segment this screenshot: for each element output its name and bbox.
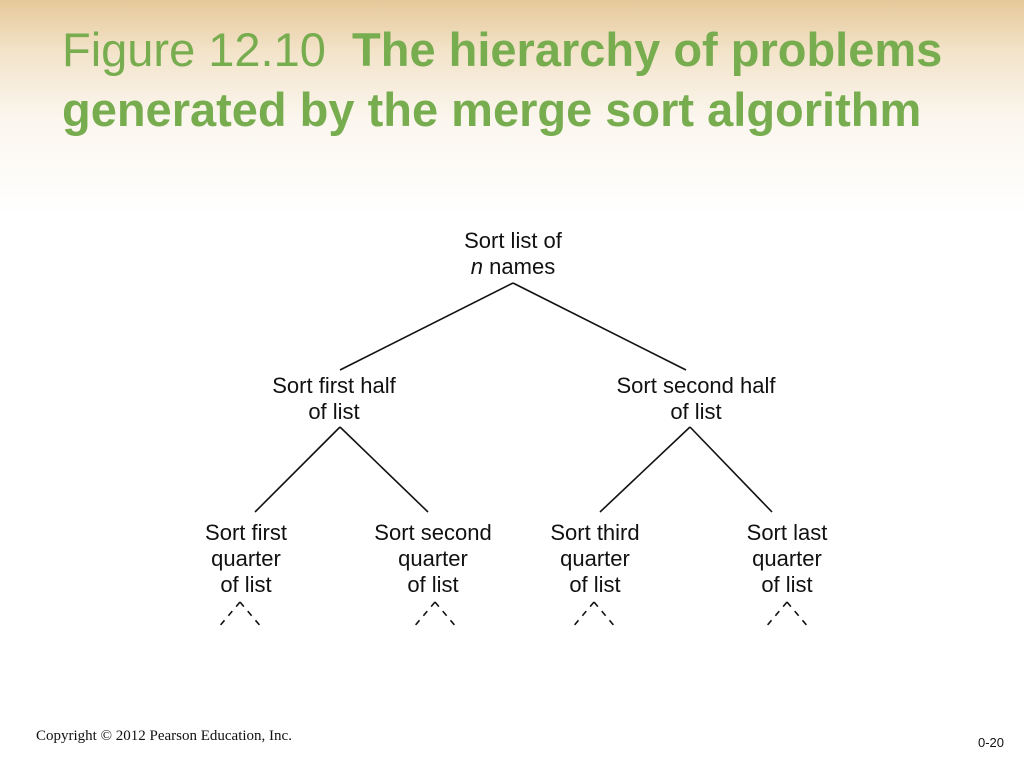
continuation-edge [593, 601, 617, 629]
node-label: quarter [398, 546, 468, 571]
figure-caption: The hierarchy of problems generated by t… [62, 23, 943, 136]
node-second-quarter: Sort second quarter of list [374, 520, 491, 597]
edge-root-to-second-half [512, 282, 687, 371]
continuation-edge [239, 601, 263, 629]
copyright-notice: Copyright © 2012 Pearson Education, Inc. [36, 728, 292, 744]
node-second-half: Sort second half of list [617, 373, 777, 424]
node-first-quarter: Sort first quarter of list [205, 520, 287, 597]
node-root: Sort list of n names [464, 228, 563, 279]
edge-first-half-to-first-quarter [254, 426, 341, 513]
edge-second-half-to-third-quarter [599, 426, 691, 513]
node-label: of list [569, 572, 620, 597]
header-background [0, 0, 1024, 215]
node-label: Sort first half [272, 373, 396, 398]
continuation-edge [434, 601, 458, 629]
node-first-half: Sort first half of list [272, 373, 396, 424]
node-label: of list [670, 399, 721, 424]
node-label-rest: names [483, 254, 555, 279]
edge-root-to-first-half [339, 282, 514, 371]
node-third-quarter: Sort third quarter of list [550, 520, 639, 597]
continuation-edge [217, 601, 241, 629]
node-label: quarter [560, 546, 630, 571]
continuation-edge [764, 601, 788, 629]
node-label: quarter [752, 546, 822, 571]
node-label: of list [407, 572, 458, 597]
node-label: n names [471, 254, 555, 279]
node-label: Sort third [550, 520, 639, 545]
node-label: Sort first [205, 520, 287, 545]
variable-n: n [471, 254, 483, 279]
continuation-edge [412, 601, 436, 629]
node-label: quarter [211, 546, 281, 571]
node-label: Sort second half [617, 373, 777, 398]
node-label: Sort second [374, 520, 491, 545]
node-label: Sort list of [464, 228, 563, 253]
figure-number: Figure 12.10 [62, 23, 326, 76]
continuation-edge [786, 601, 810, 629]
node-last-quarter: Sort last quarter of list [747, 520, 828, 597]
slide-number: 0-20 [977, 735, 1004, 750]
node-label: of list [761, 572, 812, 597]
edge-second-half-to-last-quarter [689, 426, 773, 513]
edge-first-half-to-second-quarter [339, 426, 429, 513]
node-label: Sort last [747, 520, 828, 545]
slide-title: Figure 12.10 The hierarchy of problems g… [62, 20, 962, 140]
continuation-edge [571, 601, 595, 629]
node-label: of list [220, 572, 271, 597]
node-label: of list [308, 399, 359, 424]
